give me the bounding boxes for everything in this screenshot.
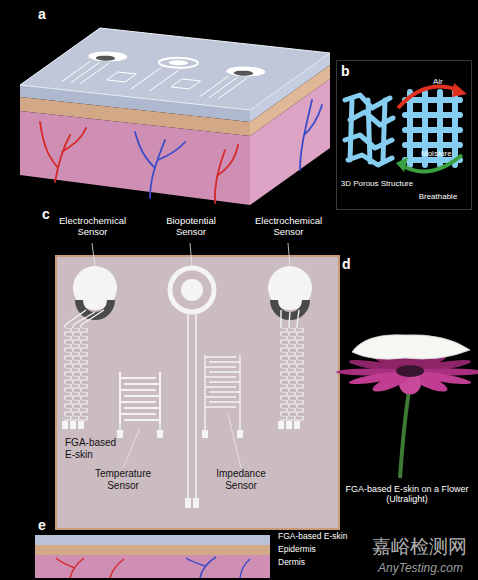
electrode-crescent (231, 70, 256, 77)
sensor-label: Electrochemical Sensor (50, 216, 135, 238)
electrode (221, 65, 271, 78)
artery (215, 145, 238, 203)
contact-pad (117, 430, 123, 438)
layer-label: Epidermis (278, 545, 378, 555)
e-skin-top-face (20, 28, 330, 110)
watermark: AnyTesting.com (378, 562, 478, 576)
electrode-crescent (93, 55, 118, 62)
contact-pad (202, 430, 208, 438)
electrode-ring (154, 56, 204, 69)
layer-label: Dermis (278, 558, 378, 568)
artery (56, 558, 124, 578)
contact-pad (70, 421, 76, 429)
electrode (166, 60, 191, 67)
contact-pad (78, 421, 84, 429)
flow-label: Moisture (421, 149, 471, 158)
sensor-pattern (53, 49, 273, 100)
air-arrow (398, 87, 458, 108)
vein (135, 132, 185, 198)
panel-letter: b (341, 63, 361, 79)
contact-pad (278, 421, 284, 429)
caption-text: FGA-based E-skin on a Flower (Ultralight… (338, 484, 476, 505)
porous-structure (345, 95, 393, 165)
sensor-label: Biopotential Sensor (150, 216, 232, 238)
vein (186, 557, 250, 578)
dermis-layer (20, 111, 250, 205)
dermis-layer (35, 555, 270, 578)
comb-sensor (171, 79, 201, 89)
property-label: Breathable (407, 192, 469, 201)
flower-center (396, 365, 424, 377)
watermark: 嘉峪检测网 (372, 536, 478, 558)
sensor-label: Impedance Sensor (205, 468, 277, 491)
biopotential-electrode (181, 279, 203, 301)
contact-pad (157, 430, 163, 438)
working-electrode (283, 289, 297, 303)
device-label: FGA-based E-skin (65, 437, 127, 460)
blood-vessels (40, 100, 322, 203)
flow-label: Air (433, 77, 463, 86)
layer-label: FGA-based E-skin (278, 532, 378, 542)
contact-pad (193, 498, 199, 508)
contact-pad (237, 430, 243, 438)
serpentine-trace (64, 325, 88, 421)
arrow-head (396, 157, 408, 172)
serpentine-trace (280, 325, 304, 421)
electrode (83, 50, 133, 63)
contact-pad (286, 421, 292, 429)
trace-line (62, 60, 249, 99)
panel-letter: a (38, 6, 58, 22)
epidermis-layer (35, 545, 270, 555)
structure-label: 3D Porous Structure (337, 179, 417, 188)
flower-stem (400, 385, 410, 478)
contact-pad (185, 498, 191, 508)
artery (40, 122, 86, 182)
working-electrode (88, 289, 102, 303)
vein (300, 100, 322, 170)
sensor-label: Electrochemical Sensor (246, 216, 331, 238)
e-skin-film (352, 335, 470, 359)
arrow-head (452, 83, 467, 97)
sensor-label: Temperature Sensor (87, 468, 159, 491)
comb-sensor (107, 72, 137, 82)
panel-letter: d (342, 256, 362, 272)
contact-pad (62, 421, 68, 429)
e-skin-layer (35, 535, 270, 545)
contact-pad (294, 421, 300, 429)
panel-letter: e (38, 517, 58, 533)
